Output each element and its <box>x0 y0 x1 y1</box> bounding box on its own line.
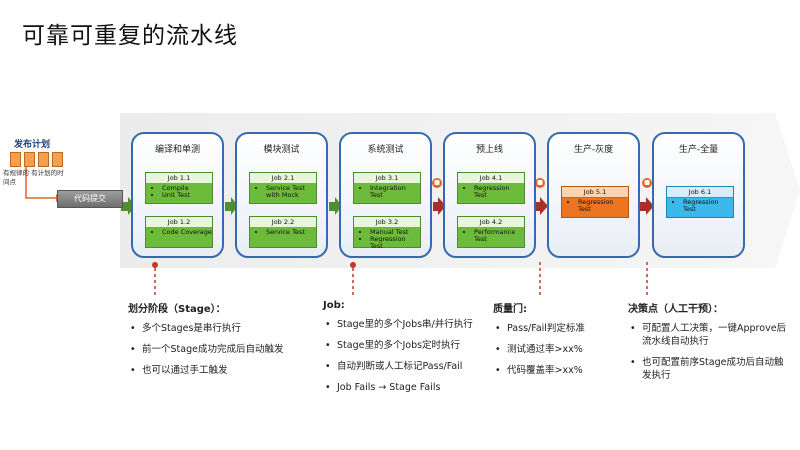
job-item: Service Test <box>266 229 316 236</box>
arrow-stage4-to-stage5 <box>533 197 548 215</box>
job-item: Service Test with Mock <box>266 185 316 199</box>
quality-gate-icon <box>535 178 545 188</box>
stage-module-test: 模块测试 Job 2.1 Service Test with Mock Job … <box>235 132 328 258</box>
job-card: Job 5.1 Regression Test <box>561 186 629 218</box>
release-plan-timeline <box>10 152 63 167</box>
annotation-item: 测试通过率>xx% <box>495 343 618 356</box>
job-card: Job 3.1 Integration Test <box>353 172 421 204</box>
plan-slot <box>38 152 49 167</box>
job-card: Job 6.1 Regression Test <box>666 186 734 218</box>
annotation-item: Stage里的多个Jobs定时执行 <box>325 339 493 352</box>
job-title: Job 6.1 <box>667 187 733 198</box>
annotation-item: Stage里的多个Jobs串/并行执行 <box>325 318 493 331</box>
annotation-decision-point: 决策点（人工干预）： 可配置人工决策，一键Approve后流水线自动执行 也可配… <box>628 300 788 390</box>
release-plan-note: 有规律的 有计划的时间点 <box>3 169 64 186</box>
job-card: Job 1.1 Compile Unit Test <box>145 172 213 204</box>
annotation-item: 代码覆盖率>xx% <box>495 364 618 377</box>
page-title: 可靠可重复的流水线 <box>22 23 238 49</box>
stage-title: 生产-全量 <box>678 145 719 155</box>
job-item: Code Coverage <box>162 229 212 236</box>
annotation-item: Job Fails → Stage Fails <box>325 381 493 394</box>
stage-title: 系统测试 <box>367 145 404 155</box>
job-title: Job 3.2 <box>354 217 420 228</box>
job-card: Job 4.1 Regression Test <box>457 172 525 204</box>
annotation-item: Pass/Fail判定标准 <box>495 322 618 335</box>
plan-slot <box>24 152 35 167</box>
job-title: Job 4.1 <box>458 173 524 184</box>
job-item: Manual Test <box>370 229 420 236</box>
job-item: Regression Test <box>474 185 524 199</box>
arrow-stage1-to-stage2 <box>225 197 238 215</box>
annotation-job: Job: Stage里的多个Jobs串/并行执行 Stage里的多个Jobs定时… <box>323 300 493 402</box>
job-title: Job 2.1 <box>250 173 316 184</box>
annotation-item: 多个Stages是串行执行 <box>130 322 308 335</box>
job-title: Job 5.1 <box>562 187 628 198</box>
job-title: Job 2.2 <box>250 217 316 228</box>
release-plan-label: 发布计划 <box>14 140 51 150</box>
annotation-heading: 划分阶段（Stage）： <box>128 304 226 315</box>
decision-point-icon <box>642 178 652 188</box>
annotation-quality-gate: 质量门: Pass/Fail判定标准 测试通过率>xx% 代码覆盖率>xx% <box>493 300 618 385</box>
stage-system-test: 系统测试 Job 3.1 Integration Test Job 3.2 Ma… <box>339 132 432 258</box>
job-title: Job 1.1 <box>146 173 212 184</box>
job-item: Compile <box>162 185 212 192</box>
job-item: Regression Test <box>683 199 733 213</box>
stage-title: 模块测试 <box>263 145 300 155</box>
stage-build-unit-test: 编译和单测 Job 1.1 Compile Unit Test Job 1.2 … <box>131 132 224 258</box>
arrow-stage5-to-stage6 <box>640 197 654 215</box>
annotation-item: 前一个Stage成功完成后自动触发 <box>130 343 308 356</box>
job-title: Job 4.2 <box>458 217 524 228</box>
job-title: Job 3.1 <box>354 173 420 184</box>
annotation-heading: Job: <box>323 300 345 311</box>
stage-title: 编译和单测 <box>154 145 200 155</box>
code-commit-box: 代码提交 <box>57 190 123 208</box>
annotation-stage: 划分阶段（Stage）： 多个Stages是串行执行 前一个Stage成功完成后… <box>128 300 308 385</box>
stage-title: 预上线 <box>475 145 503 155</box>
stage-production-full: 生产-全量 Job 6.1 Regression Test <box>652 132 745 258</box>
stage-production-gray: 生产-灰度 Job 5.1 Regression Test <box>547 132 640 258</box>
stage-pre-release: 预上线 Job 4.1 Regression Test Job 4.2 Perf… <box>443 132 536 258</box>
annotation-heading: 质量门: <box>493 304 527 315</box>
annotation-heading: 决策点（人工干预）： <box>628 304 723 315</box>
plan-slot <box>10 152 21 167</box>
annotation-item: 也可以通过手工触发 <box>130 364 308 377</box>
job-card: Job 2.2 Service Test <box>249 216 317 248</box>
quality-gate-icon <box>432 178 442 188</box>
job-card: Job 2.1 Service Test with Mock <box>249 172 317 204</box>
job-item: Unit Test <box>162 192 212 199</box>
arrow-stage3-to-stage4 <box>433 197 446 215</box>
job-card: Job 3.2 Manual Test Regression Test <box>353 216 421 250</box>
job-card: Job 4.2 Performance Test <box>457 216 525 248</box>
job-item: Regression Test <box>578 199 628 213</box>
annotation-item: 可配置人工决策，一键Approve后流水线自动执行 <box>630 322 788 348</box>
job-item: Integration Test <box>370 185 420 199</box>
job-item: Regression Test <box>370 236 420 250</box>
job-card: Job 1.2 Code Coverage <box>145 216 213 248</box>
stage-title: 生产-灰度 <box>573 145 614 155</box>
job-title: Job 1.2 <box>146 217 212 228</box>
annotation-item: 自动判断或人工标记Pass/Fail <box>325 360 493 373</box>
plan-slot <box>52 152 63 167</box>
arrow-stage2-to-stage3 <box>329 197 342 215</box>
job-item: Performance Test <box>474 229 524 243</box>
annotation-item: 也可配置前序Stage成功后自动触发执行 <box>630 356 788 382</box>
